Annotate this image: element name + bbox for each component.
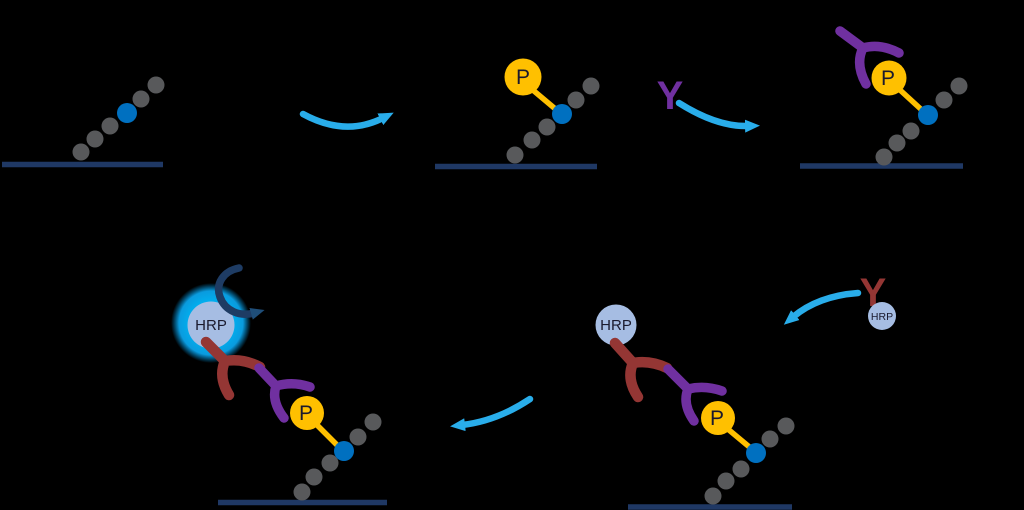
hrp-label: HRP (600, 317, 632, 334)
tyrosine-bead (552, 104, 572, 124)
peptide-bead (777, 417, 795, 435)
peptide-bead (902, 122, 920, 140)
phosphate-group: P (504, 58, 542, 96)
hrp-label-small: HRP (871, 311, 893, 323)
phosphate-circle (871, 60, 907, 96)
phosphate-label: P (881, 67, 895, 90)
peptide-bead (935, 91, 953, 109)
peptide-bead (538, 118, 556, 136)
hrp-circle-small (868, 302, 896, 330)
detection-antibody-icon (609, 337, 673, 403)
peptide-bead (582, 77, 600, 95)
peptide-bead (875, 148, 893, 166)
step-kinase-phosphorylation: P (435, 58, 600, 170)
tyrosine-bead (334, 441, 354, 461)
phosphate-group: P (871, 60, 907, 96)
hrp-label: HRP (195, 317, 227, 334)
phosphate-group: P (290, 396, 324, 430)
peptide-bead (101, 117, 119, 135)
phosphate-circle (290, 396, 324, 430)
peptide-chain (704, 417, 795, 505)
free-phospho-antibody-y-icon: Y (657, 74, 684, 118)
step-substrate-peptide-on-plate (2, 76, 165, 168)
peptide-bead (147, 76, 165, 94)
peptide-bead (732, 460, 750, 478)
phospho-antibody-icon (835, 26, 904, 89)
phospho-antibody-icon (254, 363, 315, 423)
peptide-bead (888, 134, 906, 152)
peptide-bead (523, 131, 541, 149)
phosphate-label: P (299, 402, 313, 425)
hrp-circle (595, 304, 637, 346)
phosphate-label: P (710, 407, 724, 430)
tyrosine-bead (918, 105, 938, 125)
step-hrp-conjugate-binding: HRP P Y HRP (595, 271, 896, 510)
hrp-enzyme-active: HRP (171, 283, 251, 363)
free-hrp-conjugate: Y HRP (860, 271, 896, 330)
phospho-antibody-icon (663, 364, 727, 426)
peptide-bead (349, 428, 367, 446)
peptide-bead (293, 483, 311, 501)
peptide-chain (72, 76, 165, 161)
tyrosine-bead (117, 103, 137, 123)
peptide-bead (704, 487, 722, 505)
hrp-circle (187, 301, 235, 349)
peptide-bead (305, 468, 323, 486)
phosphate-label: P (516, 66, 530, 89)
peptide-chain (875, 77, 968, 166)
peptide-bead (950, 77, 968, 95)
flow-arrow-icon (450, 395, 534, 432)
peptide-bead (761, 430, 779, 448)
peptide-bead (364, 413, 382, 431)
phosphate-linker (897, 87, 927, 115)
peptide-bead (717, 472, 735, 490)
step-signal-generation: HRP P (171, 264, 387, 506)
peptide-bead (506, 146, 524, 164)
peptide-bead (132, 90, 150, 108)
peptide-bead (72, 143, 90, 161)
hrp-enzyme: HRP (595, 304, 637, 346)
phosphate-circle (504, 58, 542, 96)
step-phospho-antibody-binding: P (800, 26, 968, 169)
flow-arrow-icon (783, 289, 862, 325)
phosphate-group: P (701, 401, 735, 435)
flow-arrow-icon (675, 99, 760, 133)
peptide-bead (321, 454, 339, 472)
substrate-turnover-arrow-icon (215, 264, 265, 320)
flow-arrow-icon (299, 110, 394, 130)
peptide-bead (86, 130, 104, 148)
tyrosine-bead (746, 443, 766, 463)
phosphate-circle (701, 401, 735, 435)
peptide-chain (293, 413, 382, 501)
peptide-bead (567, 91, 585, 109)
peptide-chain (506, 77, 600, 164)
